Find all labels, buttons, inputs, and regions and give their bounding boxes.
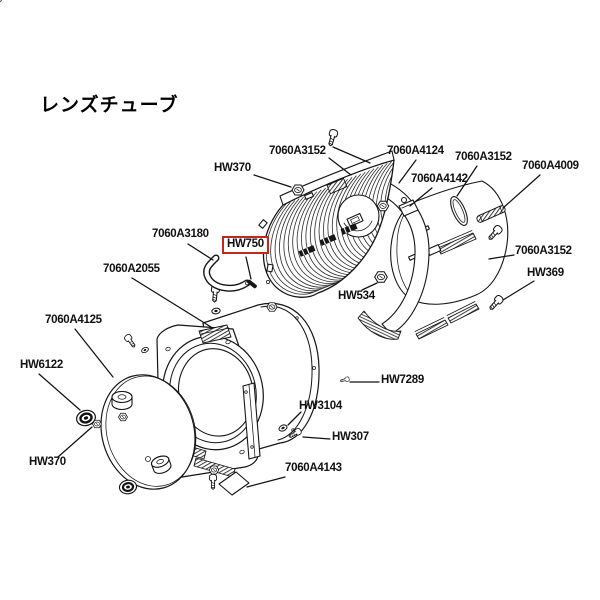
knob	[111, 390, 133, 411]
part-label-7060A2055: 7060A2055	[103, 263, 160, 275]
pad-7060A4143	[218, 471, 250, 496]
bolt-hw534	[374, 271, 388, 283]
knob	[150, 455, 172, 474]
part-label-HW6122: HW6122	[20, 359, 63, 371]
part-label-HW7289: HW7289	[381, 374, 424, 386]
part-label-7060A4143: 7060A4143	[285, 462, 342, 474]
guide-rod-7060A4009	[476, 205, 506, 223]
part-label-7060A3152-lower-shell: 7060A3152	[515, 245, 572, 257]
screw	[123, 332, 138, 350]
bent-tube	[203, 254, 251, 292]
part-label-7060A4125: 7060A4125	[45, 314, 102, 326]
washer	[140, 345, 150, 355]
part-label-HW750-highlighted: HW750	[222, 236, 269, 254]
part-label-7060A4124: 7060A4124	[387, 145, 444, 157]
latch-blocks	[298, 223, 358, 257]
part-label-HW369: HW369	[527, 267, 564, 279]
top-rail	[279, 150, 395, 206]
screw-top	[325, 128, 339, 148]
screw	[208, 473, 218, 490]
part-label-HW3104: HW3104	[299, 400, 342, 412]
nut-hw370	[92, 419, 102, 429]
side-rail	[242, 382, 261, 460]
part-label-HW370-top: HW370	[214, 162, 251, 174]
mounting-rails	[414, 230, 480, 340]
screw-hw7289	[339, 376, 350, 384]
part-label-7060A3152-upper-shell: 7060A3152	[269, 145, 326, 157]
pin-hw750	[247, 279, 257, 289]
bottom-vent-grill	[357, 310, 402, 340]
top-clamp-block	[198, 324, 232, 344]
page-title: レンズチューブ	[40, 95, 179, 116]
part-label-7060A3180: 7060A3180	[152, 228, 209, 240]
part-label-7060A4142: 7060A4142	[411, 173, 468, 185]
screw-hw369	[486, 293, 505, 313]
vent-slot	[450, 196, 468, 226]
washer	[210, 307, 222, 315]
nut	[266, 302, 278, 312]
part-label-7060A3152-vent: 7060A3152	[455, 151, 512, 163]
part-label-7060A4009: 7060A4009	[522, 160, 579, 172]
leader-lines	[38, 146, 541, 488]
nut	[208, 465, 220, 475]
louvered-upper-shell	[258, 150, 395, 298]
part-label-HW534: HW534	[338, 290, 375, 302]
nut-hw370	[291, 184, 305, 196]
bolt	[376, 200, 390, 212]
cover-disc	[100, 374, 197, 490]
part-label-HW370-bottom: HW370	[29, 456, 66, 468]
part-label-HW307: HW307	[332, 431, 369, 443]
